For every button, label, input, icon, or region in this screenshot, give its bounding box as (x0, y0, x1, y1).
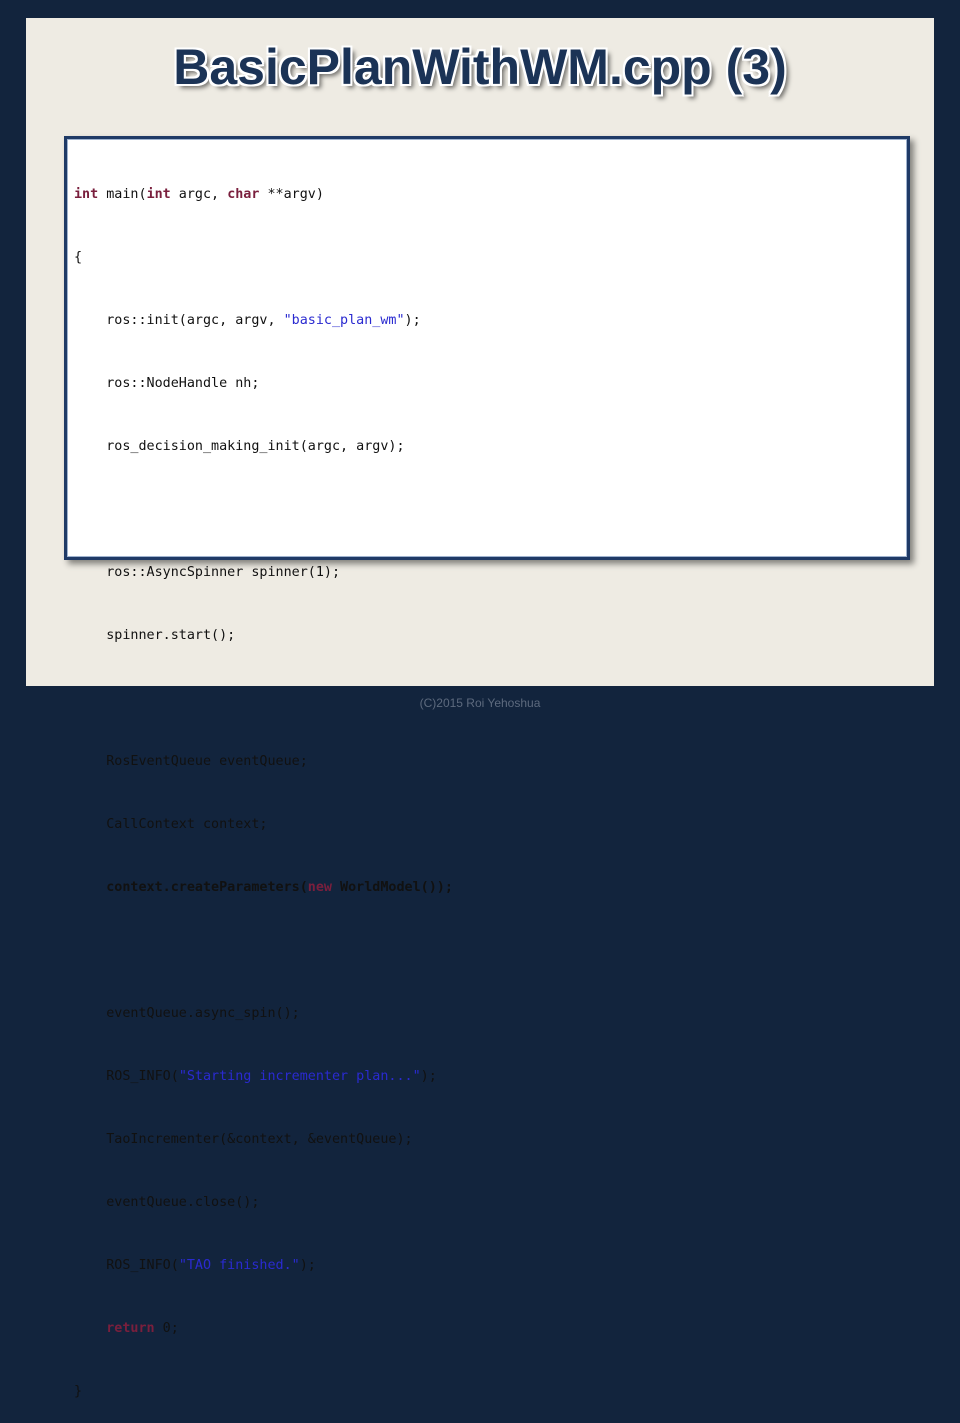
code-line-12: context.createParameters(new WorldModel(… (74, 877, 453, 898)
string-literal: "Starting incrementer plan..." (178, 1069, 421, 1084)
code-line-5: ros_decision_making_init(argc, argv); (74, 439, 405, 454)
code-line-6 (74, 499, 453, 520)
code-line-20: } (74, 1384, 83, 1399)
code-line-11: CallContext context; (74, 817, 268, 832)
code-text: main( (98, 187, 147, 202)
keyword: char (227, 187, 260, 202)
code-line-4: ros::NodeHandle nh; (74, 376, 260, 391)
code-text: argc, (170, 187, 228, 202)
code-box (64, 136, 910, 560)
code-line-8: spinner.start(); (74, 628, 236, 643)
slide-footer: (C)2015 Roi Yehoshua (419, 696, 541, 710)
code-text: ROS_INFO( (74, 1258, 179, 1273)
code-text: 0; (154, 1321, 179, 1336)
code-text (74, 1321, 106, 1336)
slide-title: BasicPlanWithWM.cpp (3) (173, 39, 787, 95)
code-listing: int main(int argc, char **argv) { ros::i… (74, 142, 453, 1423)
code-line-19: return 0; (74, 1318, 453, 1339)
code-text: ); (420, 1069, 437, 1084)
code-line-16: TaoIncrementer(&context, &eventQueue); (74, 1132, 413, 1147)
code-text: ); (299, 1258, 316, 1273)
code-line-15: ROS_INFO("Starting incrementer plan...")… (74, 1066, 453, 1087)
code-text: ROS_INFO( (74, 1069, 179, 1084)
code-text: WorldModel()); (331, 880, 453, 895)
code-line-7: ros::AsyncSpinner spinner(1); (74, 565, 341, 580)
code-line-1: int main(int argc, char **argv) (74, 184, 453, 205)
string-literal: "TAO finished." (178, 1258, 300, 1273)
code-line-10: RosEventQueue eventQueue; (74, 754, 308, 769)
code-text: ros::init(argc, argv, (74, 313, 284, 328)
code-line-3: ros::init(argc, argv, "basic_plan_wm"); (74, 310, 453, 331)
string-literal: "basic_plan_wm" (283, 313, 405, 328)
code-line-14: eventQueue.async_spin(); (74, 1006, 300, 1021)
keyword: new (307, 880, 332, 895)
code-line-2: { (74, 250, 83, 265)
keyword: int (74, 187, 99, 202)
code-text: ); (404, 313, 421, 328)
code-text: **argv) (259, 187, 324, 202)
code-text: context.createParameters( (74, 880, 308, 895)
code-line-17: eventQueue.close(); (74, 1195, 260, 1210)
code-line-13 (74, 940, 453, 961)
code-line-18: ROS_INFO("TAO finished."); (74, 1255, 453, 1276)
keyword: return (106, 1321, 155, 1336)
keyword: int (146, 187, 171, 202)
